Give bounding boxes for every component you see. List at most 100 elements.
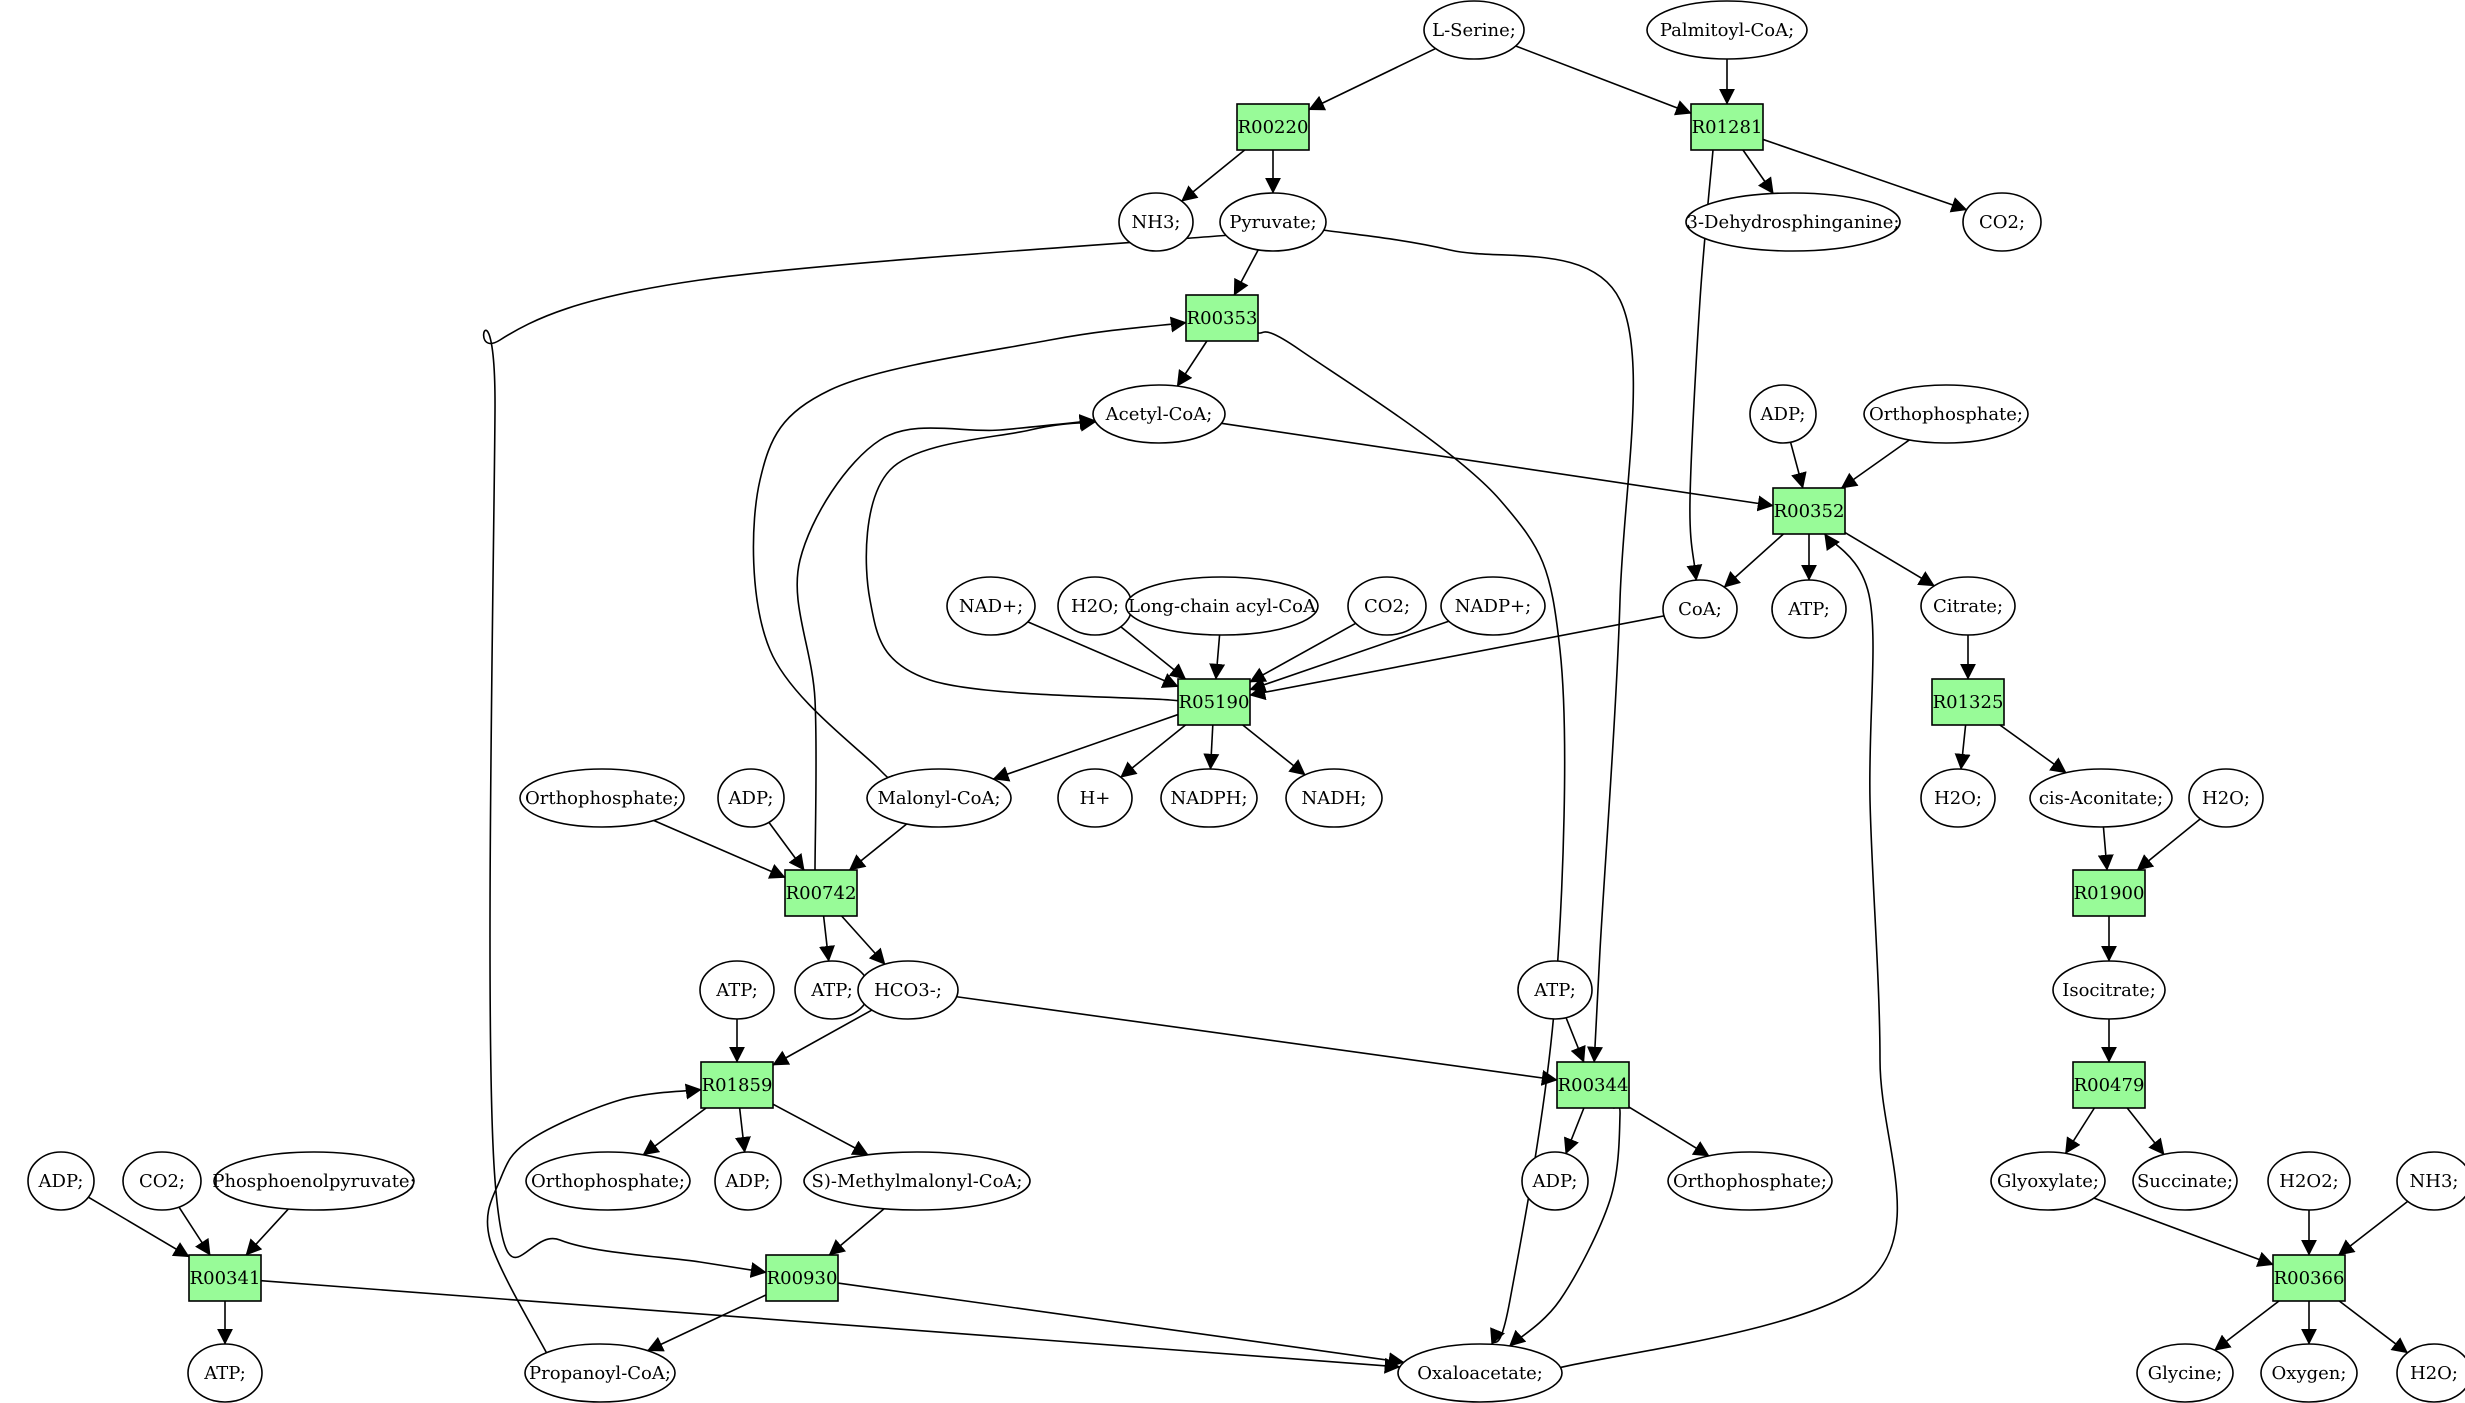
reaction-node-r00344[interactable]: R00344 — [1556, 1061, 1630, 1109]
reaction-label: R01281 — [1692, 117, 1763, 138]
metabolite-node-acetyl-coa[interactable]: Acetyl-CoA; — [1092, 384, 1226, 444]
edge-glyoxylate-to-R00366 — [2093, 1197, 2274, 1267]
metabolite-node-co2-1[interactable]: CO2; — [1962, 192, 2042, 252]
metabolite-node-propanoyl-coa[interactable]: Propanoyl-CoA; — [524, 1343, 676, 1403]
metabolite-node-h2o-2[interactable]: H2O; — [1920, 768, 1996, 828]
metabolite-node-nad-plus[interactable]: NAD+; — [946, 576, 1036, 636]
metabolite-node-nadh[interactable]: NADH; — [1285, 768, 1383, 828]
metabolite-node-succinate[interactable]: Succinate; — [2132, 1151, 2238, 1211]
edge-R00220-to-nh3_1 — [1181, 149, 1246, 202]
edge-orthophosphate_1-to-R00352 — [1840, 439, 1910, 489]
metabolite-label: CO2; — [1364, 596, 1410, 617]
metabolite-node-orthophosphate-1[interactable]: Orthophosphate; — [1863, 384, 2029, 444]
reaction-node-r00930[interactable]: R00930 — [765, 1254, 839, 1302]
reaction-label: R00352 — [1774, 501, 1845, 522]
metabolite-label: ATP; — [810, 980, 853, 1001]
edge-nad_plus-to-R05190 — [1027, 621, 1179, 688]
edge-R00341-to-oxaloacetate — [260, 1279, 1401, 1374]
reaction-node-r01859[interactable]: R01859 — [700, 1061, 774, 1109]
metabolite-label: Acetyl-CoA; — [1105, 404, 1213, 425]
reaction-node-r00352[interactable]: R00352 — [1772, 487, 1846, 535]
metabolite-ellipse — [1285, 768, 1383, 828]
reaction-node-r01281[interactable]: R01281 — [1690, 103, 1764, 151]
metabolite-node-isocitrate[interactable]: Isocitrate; — [2052, 960, 2166, 1020]
metabolite-ellipse — [866, 768, 1012, 828]
metabolite-node-atp-2[interactable]: ATP; — [794, 960, 870, 1020]
metabolite-node-co2-3[interactable]: CO2; — [122, 1151, 202, 1211]
reaction-label: R00353 — [1187, 308, 1258, 329]
reaction-label: R00366 — [2274, 1268, 2345, 1289]
metabolite-node-orthophosphate-4[interactable]: Orthophosphate; — [1667, 1151, 1833, 1211]
metabolite-label: H2O; — [2410, 1363, 2458, 1384]
metabolite-node-citrate[interactable]: Citrate; — [1920, 576, 2016, 636]
reaction-node-r01900[interactable]: R01900 — [2072, 869, 2146, 917]
edge-R00344-to-orthophosphate_4 — [1628, 1106, 1710, 1157]
reaction-node-r00220[interactable]: R00220 — [1236, 103, 1310, 151]
metabolite-node-co2-2[interactable]: CO2; — [1347, 576, 1427, 636]
metabolite-node-adp-4[interactable]: ADP; — [714, 1151, 782, 1211]
metabolite-node-h2o-3[interactable]: H2O; — [2188, 768, 2264, 828]
metabolite-node-l-serine[interactable]: L-Serine; — [1423, 0, 1525, 60]
edge-R00344-to-oxaloacetate — [1509, 1105, 1621, 1347]
edge-R00742-to-hco3 — [841, 915, 886, 965]
metabolite-node-oxygen[interactable]: Oxygen; — [2260, 1343, 2358, 1403]
metabolite-node-h-plus[interactable]: H+ — [1057, 768, 1133, 828]
reaction-node-r01325[interactable]: R01325 — [1931, 678, 2005, 726]
metabolite-node-cis-aconitate[interactable]: cis-Aconitate; — [2029, 768, 2173, 828]
metabolite-node-h2o-1[interactable]: H2O; — [1057, 576, 1133, 636]
metabolite-ellipse — [525, 1151, 691, 1211]
metabolite-label: Oxygen; — [2272, 1363, 2347, 1384]
metabolite-label: Succinate; — [2137, 1171, 2233, 1192]
metabolite-node-dehydrosphinganine[interactable]: 3-Dehydrosphinganine; — [1685, 192, 1901, 252]
metabolite-node-long-chain-acyl-coa[interactable]: Long-chain acyl-CoA — [1125, 576, 1319, 636]
metabolite-node-nadph[interactable]: NADPH; — [1160, 768, 1258, 828]
reaction-node-r00353[interactable]: R00353 — [1185, 294, 1259, 342]
metabolite-ellipse — [717, 768, 785, 828]
metabolite-node-orthophosphate-3[interactable]: Orthophosphate; — [525, 1151, 691, 1211]
metabolite-node-atp-4[interactable]: ATP; — [1517, 960, 1593, 1020]
edge-R00742-to-atp_2 — [819, 915, 835, 962]
metabolite-node-methylmalonyl-coa[interactable]: S)-Methylmalonyl-CoA; — [803, 1151, 1031, 1211]
metabolite-node-adp-1[interactable]: ADP; — [1749, 384, 1817, 444]
metabolite-node-atp-3[interactable]: ATP; — [699, 960, 775, 1020]
metabolite-node-glycine[interactable]: Glycine; — [2136, 1343, 2234, 1403]
metabolite-node-atp-1[interactable]: ATP; — [1771, 579, 1847, 639]
metabolite-node-coa[interactable]: CoA; — [1662, 579, 1738, 639]
edge-R01859-to-methylmalonyl_coa — [772, 1103, 869, 1156]
metabolite-label: NH3; — [1132, 212, 1181, 233]
edge-pyruvate-to-R00930 — [482, 231, 1269, 1278]
metabolite-node-malonyl-coa[interactable]: Malonyl-CoA; — [866, 768, 1012, 828]
metabolite-ellipse — [1771, 579, 1847, 639]
metabolite-node-adp-3[interactable]: ADP; — [27, 1151, 95, 1211]
metabolite-label: Oxaloacetate; — [1417, 1363, 1543, 1384]
metabolite-label: NADP+; — [1455, 596, 1531, 617]
metabolite-node-hco3[interactable]: HCO3-; — [857, 960, 959, 1020]
metabolite-ellipse — [187, 1343, 263, 1403]
reaction-box — [1236, 103, 1310, 151]
metabolite-label: CO2; — [139, 1171, 185, 1192]
metabolite-node-adp-2[interactable]: ADP; — [717, 768, 785, 828]
edge-pyruvate-to-R00353 — [1233, 249, 1259, 296]
metabolite-node-h2o2[interactable]: H2O2; — [2267, 1151, 2351, 1211]
reaction-box — [188, 1254, 262, 1302]
metabolite-node-nh3-1[interactable]: NH3; — [1118, 192, 1194, 252]
metabolite-node-oxaloacetate[interactable]: Oxaloacetate; — [1397, 1343, 1563, 1403]
metabolite-ellipse — [1990, 1151, 2106, 1211]
reaction-node-r00479[interactable]: R00479 — [2072, 1061, 2146, 1109]
reaction-node-r00366[interactable]: R00366 — [2272, 1254, 2346, 1302]
metabolite-node-nadp-plus[interactable]: NADP+; — [1440, 576, 1546, 636]
metabolite-node-glyoxylate[interactable]: Glyoxylate; — [1990, 1151, 2106, 1211]
reaction-box — [1177, 678, 1251, 726]
metabolite-node-palmitoyl-coa[interactable]: Palmitoyl-CoA; — [1646, 0, 1808, 60]
metabolite-node-orthophosphate-2[interactable]: Orthophosphate; — [519, 768, 685, 828]
metabolite-label: Palmitoyl-CoA; — [1660, 20, 1794, 41]
metabolite-node-pyruvate[interactable]: Pyruvate; — [1219, 192, 1327, 252]
metabolite-node-nh3-2[interactable]: NH3; — [2396, 1151, 2465, 1211]
metabolite-node-h2o-4[interactable]: H2O; — [2396, 1343, 2465, 1403]
reaction-node-r00341[interactable]: R00341 — [188, 1254, 262, 1302]
metabolite-node-atp-5[interactable]: ATP; — [187, 1343, 263, 1403]
metabolite-node-adp-5[interactable]: ADP; — [1521, 1151, 1589, 1211]
reaction-node-r05190[interactable]: R05190 — [1177, 678, 1251, 726]
reaction-node-r00742[interactable]: R00742 — [784, 869, 858, 917]
metabolite-node-phosphoenolpyruvate[interactable]: Phosphoenolpyruvate; — [212, 1151, 416, 1211]
